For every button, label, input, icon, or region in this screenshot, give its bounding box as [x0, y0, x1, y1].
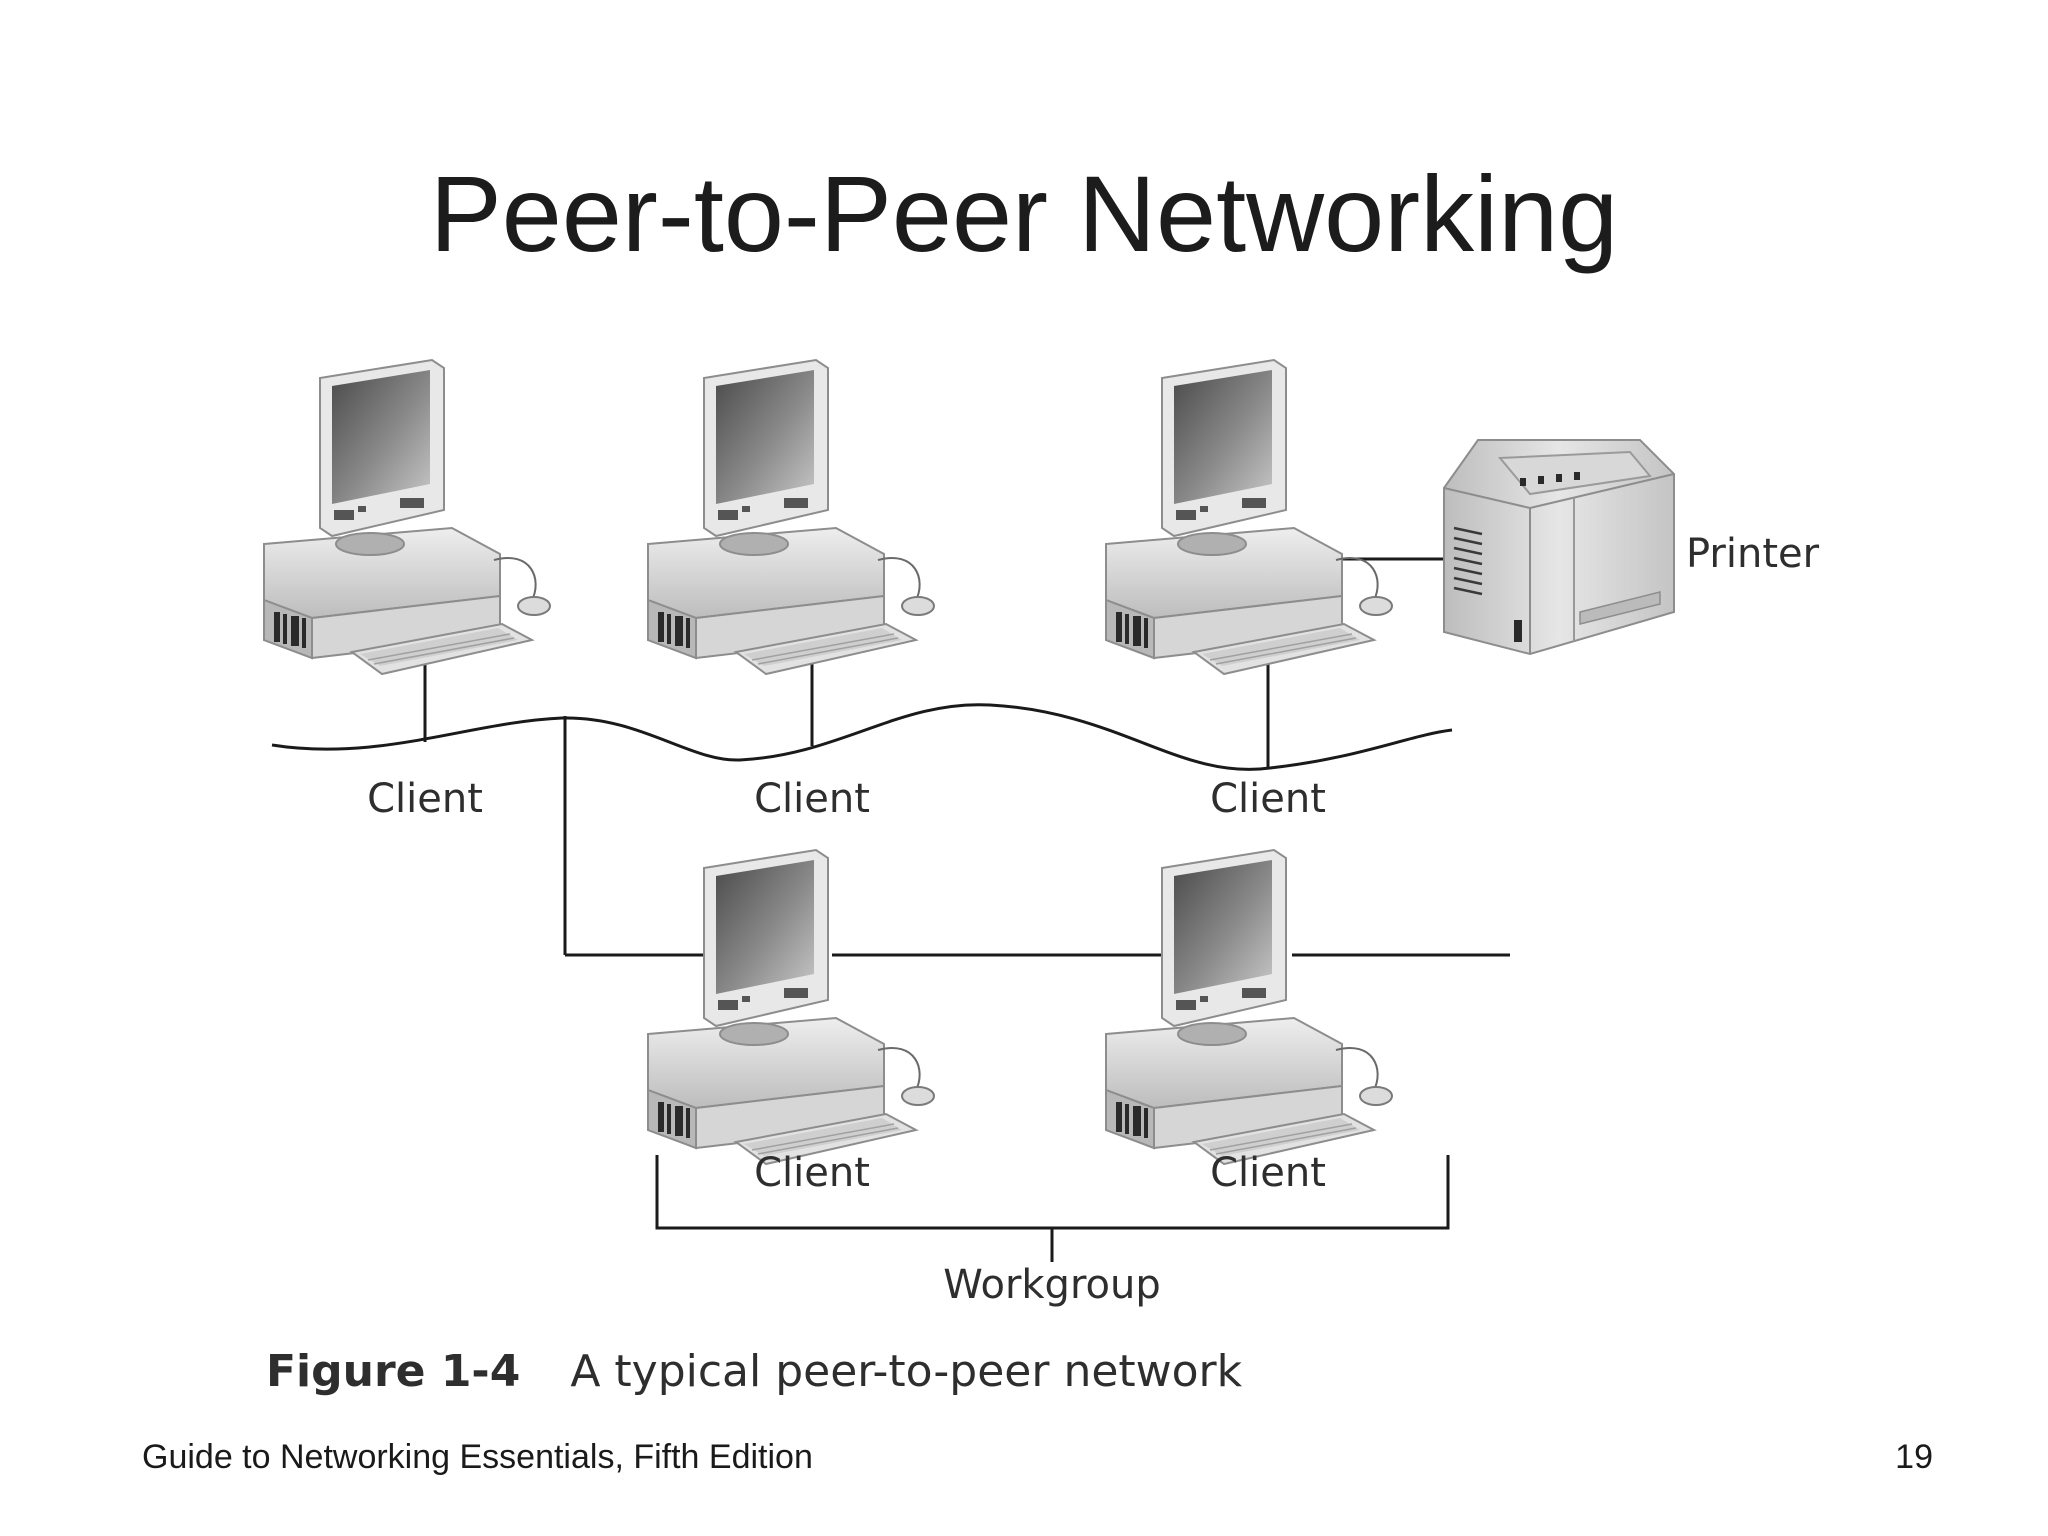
top-client-label-1: Client [367, 776, 483, 822]
workgroup-computer-2-icon [1105, 849, 1393, 1165]
footer-book-title: Guide to Networking Essentials, Fifth Ed… [142, 1438, 813, 1476]
top-network-bus [271, 703, 1453, 771]
printer-icon [1443, 439, 1675, 656]
top-client-computer-1-icon [263, 359, 551, 675]
footer-page-number: 19 [1895, 1438, 1933, 1476]
top-client-label-2: Client [754, 776, 870, 822]
printer-label: Printer [1686, 531, 1820, 577]
workgroup-computer-1-icon [647, 849, 935, 1165]
top-client-computer-3-icon [1105, 359, 1393, 675]
workgroup-label: Workgroup [943, 1262, 1160, 1308]
figure-number: Figure 1-4 [266, 1346, 521, 1397]
top-client-computer-2-icon [647, 359, 935, 675]
top-client-label-3: Client [1210, 776, 1326, 822]
slide-title: Peer-to-Peer Networking [429, 153, 1619, 274]
figure-caption: Figure 1-4 A typical peer-to-peer network [266, 1346, 1242, 1397]
workgroup-client-label-2: Client [1210, 1150, 1326, 1196]
workgroup-client-label-1: Client [754, 1150, 870, 1196]
figure-caption-text: A typical peer-to-peer network [570, 1346, 1243, 1397]
